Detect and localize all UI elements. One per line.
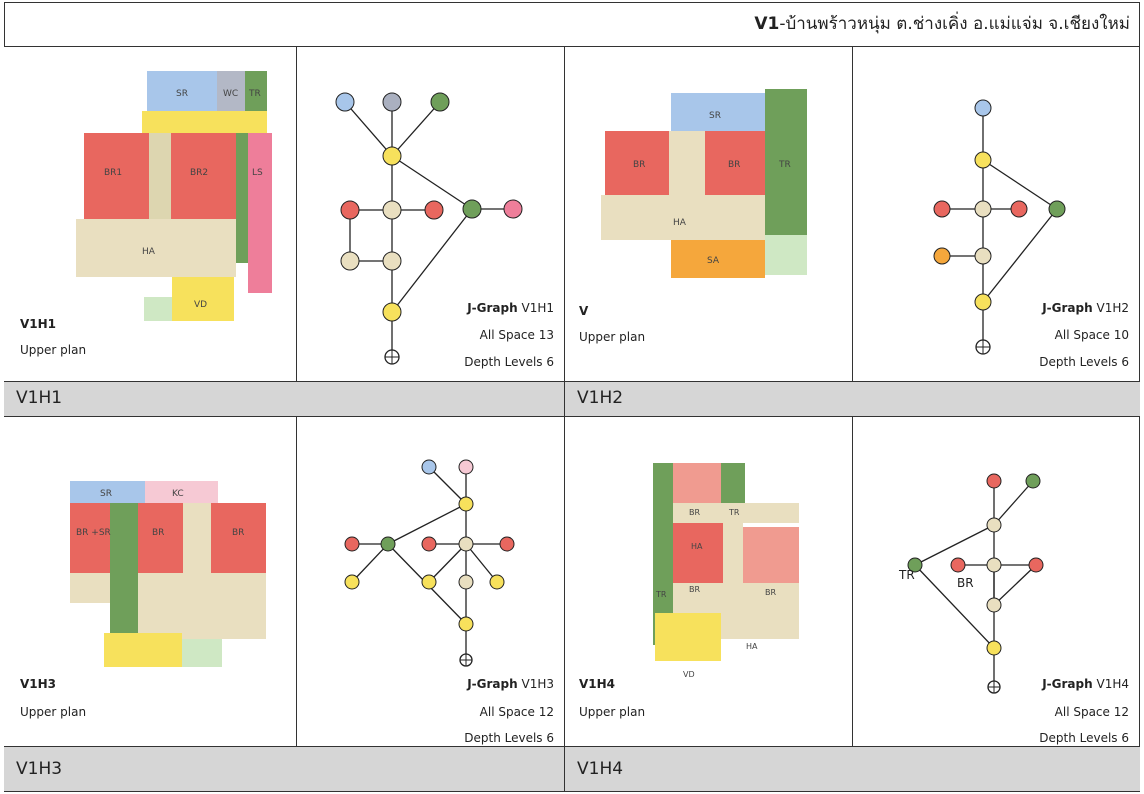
depth-levels: Depth Levels 6	[464, 731, 554, 745]
jgraph-v1h1	[335, 92, 523, 365]
plan-cell-v1h4: BR TR HA BR BR TR HA VD V1H4 Upper plan	[565, 417, 853, 747]
svg-text:BR: BR	[957, 576, 974, 590]
jgraph-cell-v1h4: TR BR J-Graph V1H4 All Space 12 Depth Le…	[853, 417, 1140, 747]
floor-plan-v1h1: SR WC TR BR1 BR2 LS HA VD	[76, 71, 272, 321]
svg-text:SR: SR	[176, 89, 188, 99]
svg-text:HA: HA	[142, 247, 156, 257]
svg-text:SR: SR	[709, 111, 721, 121]
svg-text:BR +SR: BR +SR	[76, 528, 111, 538]
svg-text:TR: TR	[898, 568, 915, 582]
floor-plan-v1h2: SR BR BR TR HA SA	[601, 89, 807, 278]
plan-cell-v1h1: SR WC TR BR1 BR2 LS HA VD V1H1 Upper plan	[4, 47, 297, 382]
plan-subtitle: Upper plan	[20, 705, 87, 719]
jgraph-v1h2	[933, 99, 1066, 355]
svg-text:KC: KC	[172, 489, 184, 499]
svg-text:TR: TR	[728, 508, 740, 517]
plan-id: V1H3	[20, 677, 57, 691]
graph-title: J-Graph V1H1	[467, 301, 554, 315]
house-label-band: V1H1	[4, 382, 565, 417]
plan-subtitle: Upper plan	[579, 330, 646, 344]
jgraph-cell-v1h1: J-Graph V1H1 All Space 13 Depth Levels 6	[297, 47, 565, 382]
jgraph-v1h4: TR BR	[898, 473, 1044, 694]
svg-text:HA: HA	[691, 542, 703, 551]
plan-cell-v1h3: SR KC BR +SR BR BR V1H3 Upper plan	[4, 417, 297, 747]
page-title: V1-บ้านพร้าวหนุ่ม ต.ช่างเคิ่ง อ.แม่แจ่ม …	[4, 2, 1140, 47]
svg-text:TR: TR	[655, 590, 667, 599]
svg-text:TR: TR	[248, 89, 261, 99]
all-space: All Space 12	[1054, 705, 1129, 719]
svg-text:VD: VD	[683, 670, 695, 679]
plan-subtitle: Upper plan	[20, 343, 87, 357]
depth-levels: Depth Levels 6	[1039, 355, 1129, 369]
svg-text:VD: VD	[194, 300, 207, 310]
plan-id: V	[579, 304, 589, 318]
svg-text:BR: BR	[633, 160, 645, 170]
svg-text:BR: BR	[765, 588, 776, 597]
plan-id: V1H1	[20, 317, 57, 331]
svg-text:BR: BR	[689, 508, 700, 517]
house-label-band: V1H2	[565, 382, 1140, 417]
svg-text:BR: BR	[689, 585, 700, 594]
plan-id: V1H4	[579, 677, 616, 691]
svg-text:HA: HA	[673, 218, 687, 228]
plan-subtitle: Upper plan	[579, 705, 646, 719]
house-label-band: V1H4	[565, 747, 1140, 792]
svg-text:WC: WC	[223, 89, 238, 99]
floor-plan-v1h4: BR TR HA BR BR TR HA VD	[653, 463, 799, 679]
graph-title: J-Graph V1H3	[467, 677, 554, 691]
jgraph-v1h3	[344, 459, 515, 667]
jgraph-cell-v1h2: J-Graph V1H2 All Space 10 Depth Levels 6	[853, 47, 1140, 382]
svg-text:SR: SR	[100, 489, 112, 499]
all-space: All Space 13	[479, 328, 554, 342]
svg-text:LS: LS	[252, 168, 263, 178]
house-label-band: V1H3	[4, 747, 565, 792]
depth-levels: Depth Levels 6	[1039, 731, 1129, 745]
graph-title: J-Graph V1H2	[1042, 301, 1129, 315]
all-space: All Space 10	[1054, 328, 1129, 342]
floor-plan-v1h3: SR KC BR +SR BR BR	[70, 481, 266, 667]
svg-text:BR1: BR1	[104, 168, 122, 178]
svg-text:BR: BR	[152, 528, 164, 538]
all-space: All Space 12	[479, 705, 554, 719]
svg-text:BR2: BR2	[190, 168, 208, 178]
svg-text:BR: BR	[232, 528, 244, 538]
svg-text:TR: TR	[778, 160, 791, 170]
svg-text:BR: BR	[728, 160, 740, 170]
svg-text:HA: HA	[746, 642, 758, 651]
svg-text:SA: SA	[707, 256, 720, 266]
plan-cell-v1h2: SR BR BR TR HA SA V Upper plan	[565, 47, 853, 382]
graph-title: J-Graph V1H4	[1042, 677, 1129, 691]
jgraph-cell-v1h3: J-Graph V1H3 All Space 12 Depth Levels 6	[297, 417, 565, 747]
depth-levels: Depth Levels 6	[464, 355, 554, 369]
